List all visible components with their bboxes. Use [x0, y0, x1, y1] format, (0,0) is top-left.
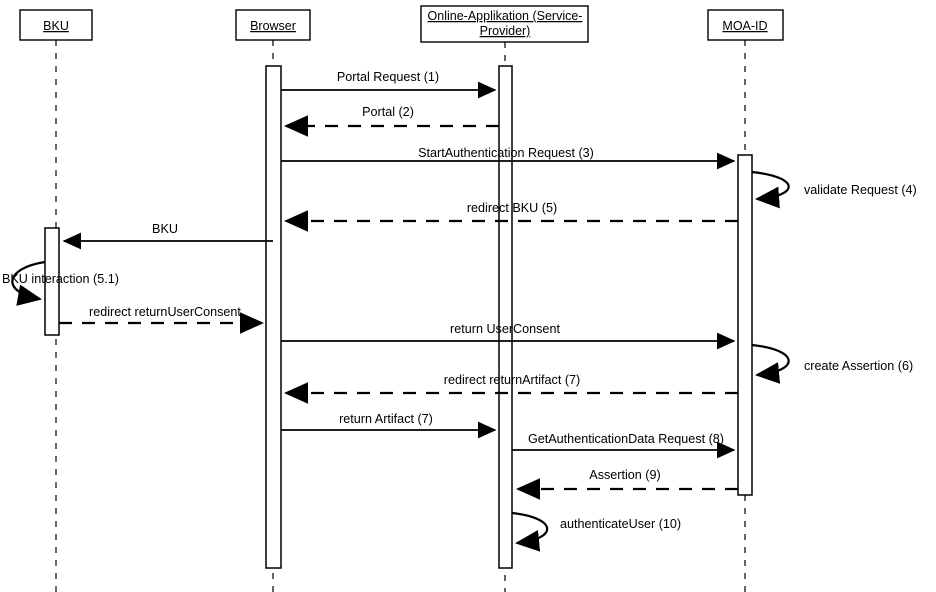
lifeline-label-online-applikation-line2: Provider): [480, 24, 531, 38]
message-redirect-bku[interactable]: redirect BKU (5): [283, 201, 738, 232]
activation-bar-browser[interactable]: [265, 65, 282, 569]
activation-bar-online-applikation[interactable]: [498, 65, 513, 569]
message-bku[interactable]: BKU: [62, 222, 273, 250]
message-label-portal-request: Portal Request (1): [337, 70, 439, 84]
message-label-return-artifact: return Artifact (7): [339, 412, 433, 426]
message-portal-response[interactable]: Portal (2): [283, 105, 499, 137]
message-arrow-validate-request: [751, 170, 790, 209]
message-startauthentication-request[interactable]: StartAuthentication Request (3): [281, 146, 736, 170]
message-create-assertion[interactable]: create Assertion (6): [751, 343, 913, 384]
message-portal-request[interactable]: Portal Request (1): [281, 70, 497, 99]
message-arrow-authenticateuser: [511, 511, 549, 552]
message-return-artifact[interactable]: return Artifact (7): [281, 412, 497, 439]
lifeline-header-bku[interactable]: BKU: [19, 9, 93, 41]
message-authenticateuser[interactable]: authenticateUser (10): [511, 511, 681, 552]
message-label-bku: BKU: [152, 222, 178, 236]
message-label-bku-interaction: BKU interaction (5.1): [2, 272, 119, 286]
message-label-assertion: Assertion (9): [589, 468, 660, 482]
message-label-portal-response: Portal (2): [362, 105, 414, 119]
message-getauthenticationdata-request[interactable]: GetAuthenticationData Request (8): [512, 432, 736, 459]
activation-bar-moa-id[interactable]: [737, 154, 753, 496]
lifeline-header-browser[interactable]: Browser: [235, 9, 311, 41]
message-label-return-userconsent: return UserConsent: [450, 322, 560, 336]
message-validate-request[interactable]: validate Request (4): [751, 170, 917, 209]
message-label-redirect-bku: redirect BKU (5): [467, 201, 557, 215]
message-arrow-create-assertion: [751, 343, 790, 384]
message-label-redirect-returnartifact: redirect returnArtifact (7): [444, 373, 580, 387]
lifeline-label-moa-id: MOA-ID: [722, 19, 767, 33]
message-label-authenticateuser: authenticateUser (10): [560, 517, 681, 531]
message-label-getauthenticationdata-request: GetAuthenticationData Request (8): [528, 432, 724, 446]
lifeline-label-browser: Browser: [250, 19, 296, 33]
message-label-redirect-returnuserconsent: redirect returnUserConsent: [89, 305, 241, 319]
message-label-validate-request: validate Request (4): [804, 183, 917, 197]
message-assertion[interactable]: Assertion (9): [515, 468, 738, 500]
message-label-create-assertion: create Assertion (6): [804, 359, 913, 373]
lifeline-label-online-applikation-line1: Online-Applikation (Service-: [428, 9, 583, 23]
message-label-startauthentication-request: StartAuthentication Request (3): [418, 146, 594, 160]
lifeline-label-bku: BKU: [43, 19, 69, 33]
message-bku-interaction[interactable]: BKU interaction (5.1): [2, 260, 119, 306]
message-arrow-bku-interaction: [11, 260, 46, 306]
message-redirect-returnartifact[interactable]: redirect returnArtifact (7): [283, 373, 738, 404]
lifeline-header-online-applikation[interactable]: Online-Applikation (Service- Provider): [420, 5, 589, 43]
lifeline-header-moa-id[interactable]: MOA-ID: [707, 9, 784, 41]
activation-bar-bku[interactable]: [44, 227, 60, 336]
message-return-userconsent[interactable]: return UserConsent: [281, 322, 736, 350]
message-redirect-returnuserconsent[interactable]: redirect returnUserConsent: [59, 305, 265, 334]
